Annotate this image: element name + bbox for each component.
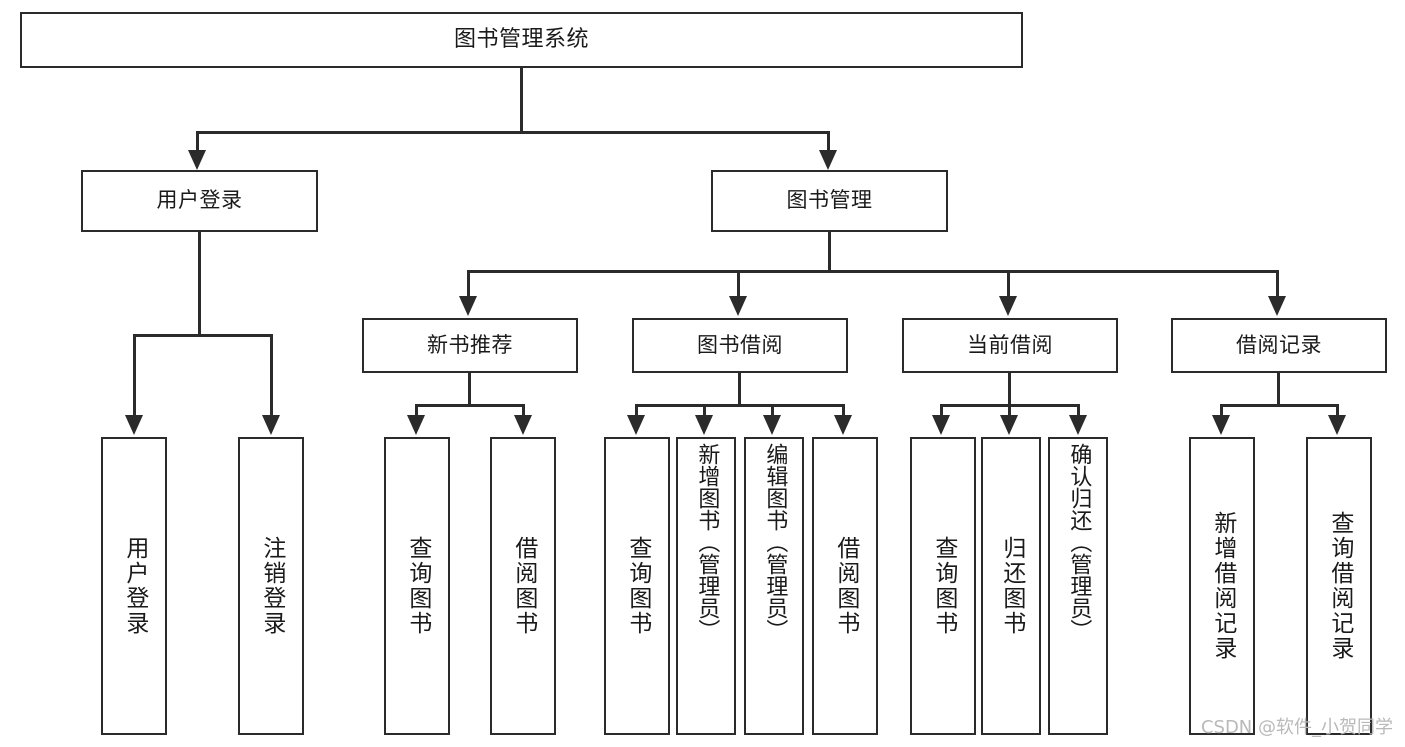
connector-drop-query-book-3 <box>940 404 943 418</box>
node-label: 用户登录 <box>121 536 148 636</box>
leaf-edit-book-admin[interactable]: 编辑图书（管理员） <box>744 437 804 735</box>
connector-drop-new-book <box>467 270 470 298</box>
leaf-return-book[interactable]: 归还图书 <box>981 437 1041 735</box>
connector-drop-query-record <box>1336 404 1339 418</box>
arrowhead-borrow-book-1 <box>514 415 532 435</box>
arrowhead-confirm-return <box>1069 415 1087 435</box>
arrowhead-query-book-1 <box>407 415 425 435</box>
leaf-borrow-book[interactable]: 借阅图书 <box>812 437 878 735</box>
node-label: 用户登录 <box>156 188 243 213</box>
node-book-borrow[interactable]: 图书借阅 <box>632 318 848 373</box>
connector-new-book-bus <box>415 404 525 407</box>
node-label: 注销登录 <box>258 536 285 636</box>
connector-level2-bus <box>196 131 830 134</box>
connector-drop-book-management <box>827 131 830 153</box>
connector-user-login-stem <box>198 232 201 336</box>
leaf-query-book-current[interactable]: 查询图书 <box>910 437 976 735</box>
connector-drop-book-borrow <box>737 270 740 298</box>
arrowhead-query-book-2 <box>627 415 645 435</box>
connector-user-login-bus <box>133 334 273 337</box>
watermark-text: CSDN @软件_小贺同学 <box>1200 717 1393 738</box>
arrowhead-return-book <box>1000 415 1018 435</box>
leaf-add-book-admin[interactable]: 新增图书（管理员） <box>676 437 736 735</box>
connector-drop-add-record <box>1220 404 1223 418</box>
arrowhead-add-book <box>695 415 713 435</box>
node-label: 查询图书 <box>404 536 431 636</box>
connector-new-book-stem <box>468 373 471 407</box>
node-label: 新增图书（管理员） <box>694 443 720 641</box>
leaf-query-book-recommend[interactable]: 查询图书 <box>384 437 450 735</box>
node-label: 确认归还（管理员） <box>1066 443 1092 641</box>
node-label: 查询借阅记录 <box>1326 511 1353 661</box>
connector-drop-borrow-book-1 <box>522 404 525 418</box>
arrowhead-query-book-3 <box>932 415 950 435</box>
node-label: 当前借阅 <box>967 332 1053 357</box>
connector-drop-current-borrow <box>1007 270 1010 298</box>
connector-book-borrow-bus <box>635 404 845 407</box>
arrowhead-user-login <box>188 150 206 170</box>
node-label: 图书借阅 <box>697 332 783 357</box>
connector-drop-return-book <box>1008 404 1011 418</box>
arrowhead-leaf-user-login <box>125 415 143 435</box>
connector-drop-query-book-1 <box>415 404 418 418</box>
node-label: 新增借阅记录 <box>1209 511 1236 661</box>
node-root-book-management-system[interactable]: 图书管理系统 <box>20 12 1023 68</box>
leaf-user-login[interactable]: 用户登录 <box>101 437 167 735</box>
leaf-logout[interactable]: 注销登录 <box>238 437 304 735</box>
connector-drop-query-book-2 <box>635 404 638 418</box>
connector-drop-leaf-logout <box>270 334 273 418</box>
arrowhead-add-record <box>1212 415 1230 435</box>
connector-drop-add-book <box>703 404 706 418</box>
node-label: 编辑图书（管理员） <box>762 443 788 641</box>
connector-borrow-record-bus <box>1220 404 1339 407</box>
arrowhead-book-borrow <box>729 296 747 316</box>
leaf-add-borrow-record[interactable]: 新增借阅记录 <box>1189 437 1255 735</box>
connector-drop-user-login <box>196 131 199 153</box>
leaf-query-borrow-record[interactable]: 查询借阅记录 <box>1306 437 1372 735</box>
connector-drop-borrow-record <box>1276 270 1279 298</box>
leaf-borrow-book-recommend[interactable]: 借阅图书 <box>490 437 556 735</box>
node-book-management[interactable]: 图书管理 <box>711 170 948 232</box>
arrowhead-leaf-logout <box>262 415 280 435</box>
node-label: 图书管理 <box>786 188 873 213</box>
node-label: 借阅图书 <box>832 536 859 636</box>
arrowhead-borrow-book-2 <box>834 415 852 435</box>
connector-book-borrow-stem <box>738 373 741 407</box>
node-label: 图书管理系统 <box>453 26 589 52</box>
arrowhead-borrow-record <box>1268 296 1286 316</box>
node-new-book-recommend[interactable]: 新书推荐 <box>362 318 578 373</box>
node-label: 查询图书 <box>930 536 957 636</box>
node-label: 新书推荐 <box>427 332 513 357</box>
connector-root-stem <box>520 68 523 133</box>
arrowhead-current-borrow <box>999 296 1017 316</box>
connector-drop-edit-book <box>771 404 774 418</box>
connector-drop-borrow-book-2 <box>842 404 845 418</box>
node-label: 借阅记录 <box>1236 332 1322 357</box>
connector-drop-leaf-user-login <box>133 334 136 418</box>
connector-drop-confirm-return <box>1077 404 1080 418</box>
connector-current-borrow-stem <box>1008 373 1011 407</box>
node-borrow-record[interactable]: 借阅记录 <box>1171 318 1387 373</box>
connector-level3-bus <box>467 270 1279 273</box>
leaf-query-book-borrow[interactable]: 查询图书 <box>604 437 670 735</box>
node-current-borrow[interactable]: 当前借阅 <box>902 318 1118 373</box>
arrowhead-book-management <box>819 150 837 170</box>
node-user-login[interactable]: 用户登录 <box>81 170 318 232</box>
leaf-confirm-return-admin[interactable]: 确认归还（管理员） <box>1048 437 1108 735</box>
connector-book-management-stem <box>828 232 831 273</box>
arrowhead-query-record <box>1328 415 1346 435</box>
arrowhead-edit-book <box>763 415 781 435</box>
connector-borrow-record-stem <box>1277 373 1280 407</box>
node-label: 归还图书 <box>998 536 1025 636</box>
node-label: 查询图书 <box>624 536 651 636</box>
arrowhead-new-book <box>459 296 477 316</box>
node-label: 借阅图书 <box>510 536 537 636</box>
